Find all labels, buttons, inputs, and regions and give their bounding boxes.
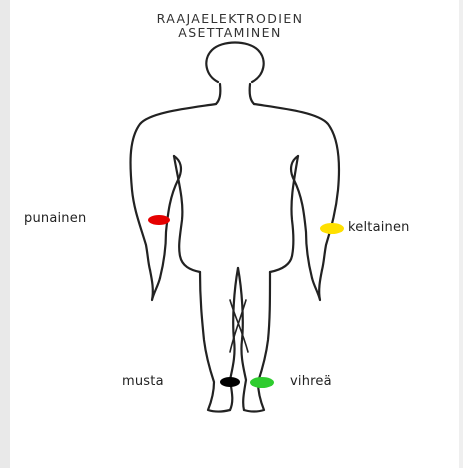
- head-outline: [206, 43, 263, 83]
- left-torso-side: [174, 156, 200, 272]
- left-hand: [150, 270, 160, 300]
- label-yellow: keltainen: [348, 220, 410, 235]
- label-red: punainen: [24, 211, 86, 226]
- right-leg-outer: [244, 272, 270, 412]
- red-electrode: [148, 215, 170, 225]
- right-hand: [312, 270, 322, 300]
- yellow-electrode: [320, 223, 344, 234]
- black-electrode: [220, 377, 240, 387]
- neck-left: [216, 84, 220, 104]
- neck-right: [250, 84, 254, 104]
- label-green: vihreä: [290, 374, 332, 389]
- left-shoulder-arm-outer: [130, 104, 216, 270]
- left-leg-outer: [200, 272, 230, 412]
- green-electrode: [250, 377, 274, 388]
- label-black: musta: [122, 374, 164, 389]
- right-torso-side: [270, 156, 298, 272]
